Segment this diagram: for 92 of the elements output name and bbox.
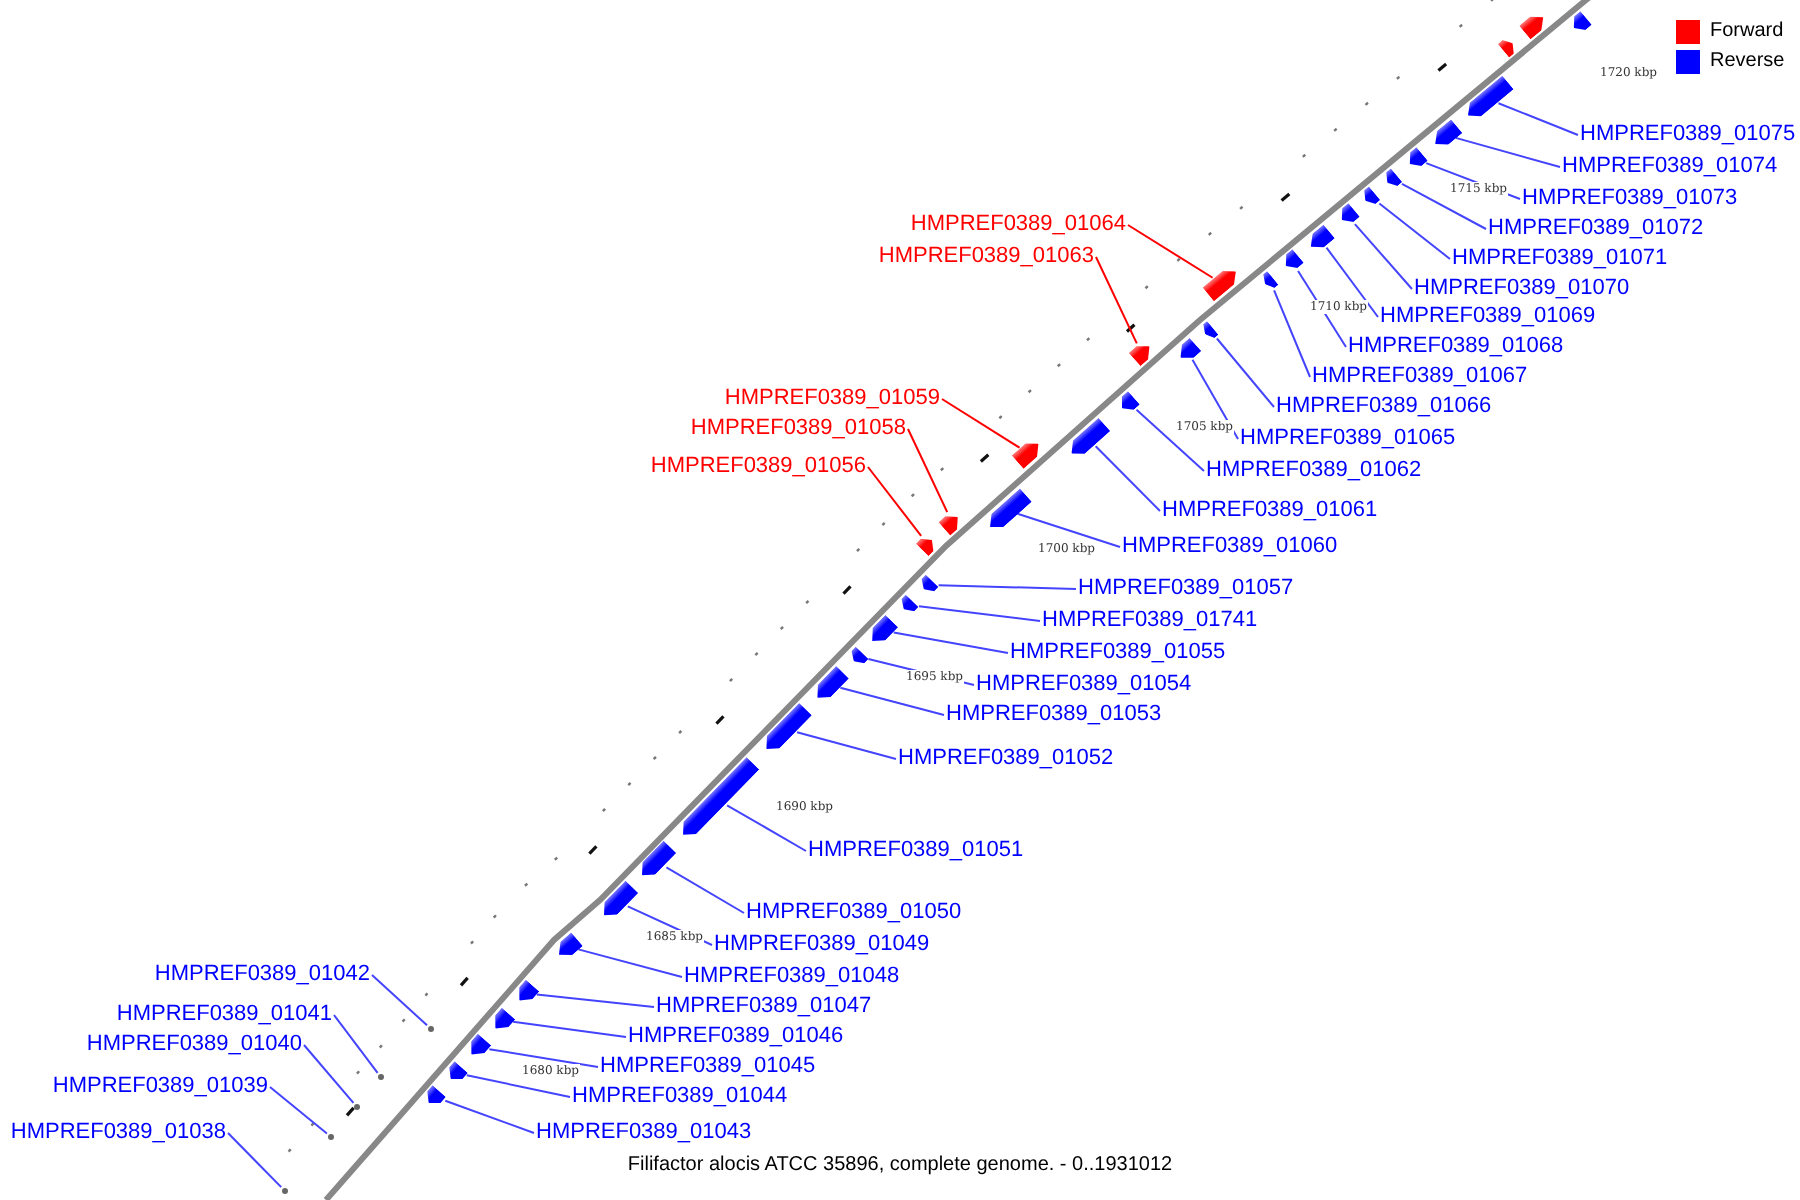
gene-label: HMPREF0389_01064 bbox=[910, 212, 1126, 238]
gene-label: HMPREF0389_01741 bbox=[1042, 608, 1258, 634]
gene-label: HMPREF0389_01071 bbox=[1452, 246, 1668, 272]
leader-line bbox=[333, 1014, 379, 1074]
leader-line bbox=[1454, 136, 1561, 168]
leader-line bbox=[1127, 224, 1214, 279]
gene-block bbox=[1260, 270, 1280, 291]
gene-label: HMPREF0389_01060 bbox=[1122, 534, 1338, 560]
leader-line bbox=[1135, 408, 1205, 472]
gene-label: HMPREF0389_01069 bbox=[1380, 304, 1596, 330]
gene-label: HMPREF0389_01048 bbox=[684, 964, 900, 990]
leader-line bbox=[1191, 358, 1239, 440]
gene-block bbox=[1200, 319, 1220, 341]
gene-label: HMPREF0389_01055 bbox=[1010, 640, 1226, 666]
leader-line bbox=[1297, 270, 1347, 348]
leader-line bbox=[535, 993, 655, 1008]
leader-line bbox=[269, 1086, 328, 1135]
gene-label: HMPREF0389_01053 bbox=[946, 702, 1162, 728]
gene-label: HMPREF0389_01056 bbox=[650, 454, 866, 480]
leader-line bbox=[665, 866, 745, 914]
gene-label: HMPREF0389_01074 bbox=[1562, 154, 1778, 180]
gene-label: HMPREF0389_01045 bbox=[600, 1054, 816, 1080]
gene-label: HMPREF0389_01072 bbox=[1488, 216, 1704, 242]
gene-label: HMPREF0389_01065 bbox=[1240, 426, 1456, 452]
leader-line bbox=[577, 948, 683, 978]
gene-block bbox=[916, 574, 939, 596]
gene-label: HMPREF0389_01038 bbox=[10, 1120, 226, 1146]
gene-label: HMPREF0389_01063 bbox=[878, 244, 1094, 270]
gene-label: HMPREF0389_01044 bbox=[572, 1084, 788, 1110]
gene-mark bbox=[353, 1103, 359, 1109]
leader-line bbox=[1016, 512, 1121, 548]
leader-line bbox=[1497, 102, 1579, 136]
gene-label: HMPREF0389_01061 bbox=[1162, 498, 1378, 524]
leader-line bbox=[227, 1132, 283, 1189]
gene-label: HMPREF0389_01049 bbox=[714, 932, 930, 958]
gene-label: HMPREF0389_01073 bbox=[1522, 186, 1738, 212]
gene-mark bbox=[427, 1025, 433, 1031]
leader-line bbox=[1353, 223, 1413, 290]
gene-label: HMPREF0389_01040 bbox=[86, 1032, 302, 1058]
leader-line bbox=[907, 428, 949, 514]
gene-label: HMPREF0389_01059 bbox=[724, 386, 940, 412]
gene-label: HMPREF0389_01043 bbox=[536, 1120, 752, 1146]
leader-line bbox=[371, 974, 429, 1027]
leader-line bbox=[796, 731, 897, 760]
gene-block bbox=[1360, 185, 1382, 208]
gene-label: HMPREF0389_01058 bbox=[690, 416, 906, 442]
leader-line bbox=[1215, 337, 1275, 408]
gene-mark bbox=[327, 1133, 333, 1139]
gene-label: HMPREF0389_01042 bbox=[154, 962, 370, 988]
leader-line bbox=[867, 466, 923, 537]
caption: Filifactor alocis ATCC 35896, complete genome. - 0..1931012 bbox=[625, 1154, 1175, 1176]
gene-label: HMPREF0389_01047 bbox=[656, 994, 872, 1020]
leader-line bbox=[1378, 202, 1451, 260]
leader-line bbox=[1401, 182, 1487, 230]
leader-line bbox=[917, 605, 1041, 622]
gene-block bbox=[1497, 36, 1518, 58]
gene-mark bbox=[377, 1073, 383, 1079]
gene-label: HMPREF0389_01062 bbox=[1206, 458, 1422, 484]
leader-line bbox=[1094, 445, 1161, 512]
gene-label: HMPREF0389_01067 bbox=[1312, 364, 1528, 390]
leader-line bbox=[726, 804, 807, 852]
leader-line bbox=[1273, 289, 1311, 378]
gene-label: HMPREF0389_01066 bbox=[1276, 394, 1492, 420]
leader-line bbox=[303, 1044, 355, 1104]
gene-mark bbox=[281, 1187, 287, 1193]
gene-label: HMPREF0389_01068 bbox=[1348, 334, 1564, 360]
leader-line bbox=[488, 1048, 599, 1068]
leader-line bbox=[1325, 246, 1379, 318]
leader-line bbox=[444, 1099, 535, 1134]
leader-line bbox=[937, 584, 1077, 590]
leader-line bbox=[465, 1074, 571, 1098]
legend-label: Reverse bbox=[1710, 50, 1785, 74]
gene-label: HMPREF0389_01046 bbox=[628, 1024, 844, 1050]
legend-label: Forward bbox=[1710, 20, 1784, 44]
gene-label: HMPREF0389_01051 bbox=[808, 838, 1024, 864]
gene-block bbox=[422, 1085, 447, 1109]
gene-label: HMPREF0389_01039 bbox=[52, 1074, 268, 1100]
gene-label: HMPREF0389_01054 bbox=[976, 672, 1192, 698]
gene-label: HMPREF0389_01070 bbox=[1414, 276, 1630, 302]
gene-label: HMPREF0389_01041 bbox=[116, 1002, 332, 1028]
leader-line bbox=[941, 398, 1021, 449]
leader-line bbox=[1095, 256, 1138, 345]
gene-label: HMPREF0389_01052 bbox=[898, 746, 1114, 772]
leader-line bbox=[512, 1020, 627, 1038]
gene-label: HMPREF0389_01075 bbox=[1580, 122, 1796, 148]
leader-line bbox=[892, 631, 1009, 654]
gene-label: HMPREF0389_01050 bbox=[746, 900, 962, 926]
gene-block bbox=[847, 645, 869, 667]
gene-block bbox=[897, 594, 919, 616]
gene-label: HMPREF0389_01057 bbox=[1078, 576, 1294, 602]
leader-line bbox=[839, 686, 945, 716]
gene-block bbox=[1381, 168, 1403, 190]
